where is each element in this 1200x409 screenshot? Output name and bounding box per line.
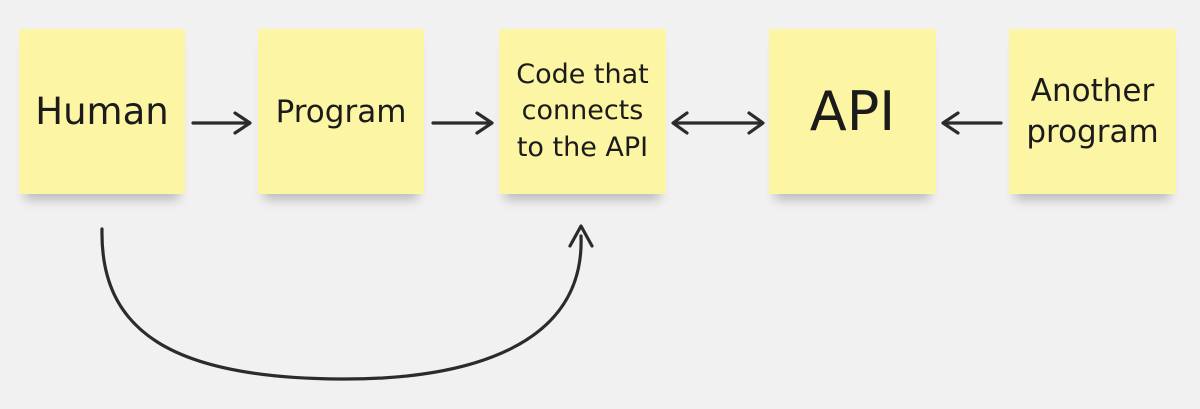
arrow-code-api-bidirectional[interactable] [671,111,765,135]
arrow-human-to-program[interactable] [191,111,252,135]
sticky-note-api[interactable]: API [769,29,936,194]
node-label-code: Code that connects to the API [516,59,649,163]
sticky-note-human[interactable]: Human [19,29,185,194]
node-label-human: Human [35,90,169,133]
node-label-program: Program [275,93,407,130]
sticky-note-code[interactable]: Code that connects to the API [499,29,666,194]
arrow-program-to-code[interactable] [431,111,494,135]
arrow-another-to-api[interactable] [941,111,1003,135]
sticky-note-program[interactable]: Program [258,29,424,194]
curved-arrow-human-to-code[interactable] [100,224,594,381]
node-label-api: API [809,80,896,143]
node-label-another-program: Another program [1026,73,1159,150]
sticky-note-another-program[interactable]: Another program [1009,29,1176,194]
